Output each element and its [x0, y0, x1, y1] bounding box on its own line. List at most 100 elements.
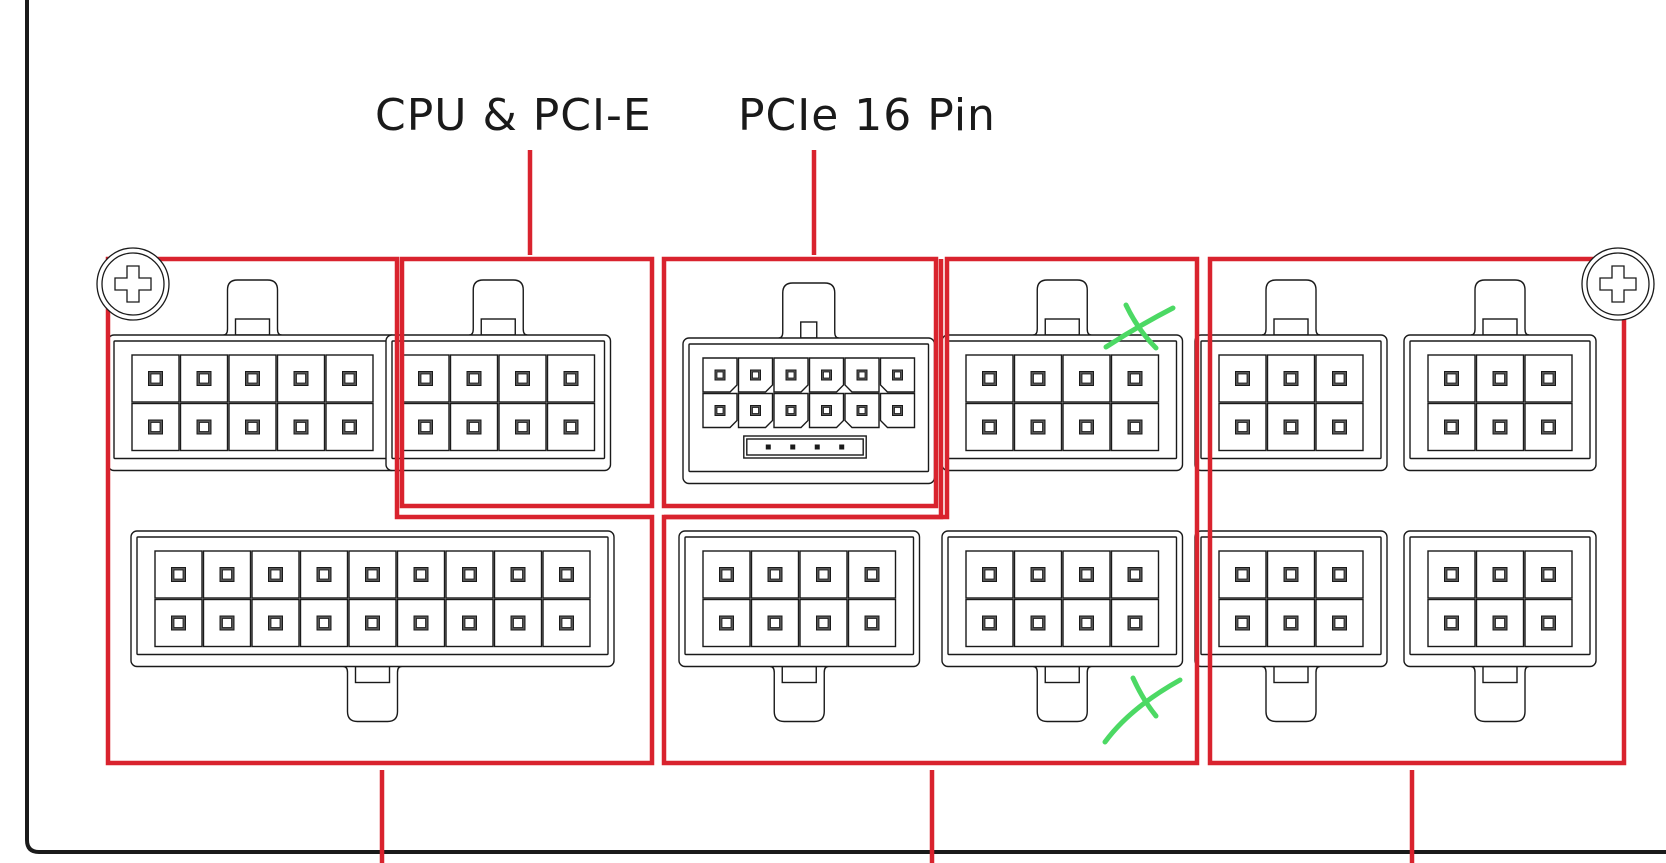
pin-inner: [1081, 569, 1092, 580]
pin-inner: [222, 569, 232, 580]
pin-inner: [1495, 373, 1505, 384]
pin-inner: [367, 618, 378, 628]
connector-pcie-8b: [678, 530, 921, 723]
pin-inner: [247, 422, 258, 432]
connector-periph-6d: [1403, 530, 1597, 723]
pin-inner: [513, 569, 523, 580]
pin-inner: [984, 569, 995, 580]
pin-inner: [1033, 422, 1043, 432]
pin-inner: [1543, 569, 1554, 580]
latch-window: [1044, 318, 1080, 336]
latch-window: [800, 321, 818, 339]
connector-periph-6a: [1194, 279, 1388, 472]
pin-inner: [344, 373, 355, 384]
pin-inner: [344, 422, 355, 432]
connector-periph-6b: [1403, 279, 1597, 472]
pin-cavity: [965, 550, 1014, 599]
pin-inner: [1286, 422, 1296, 432]
pin-inner: [367, 569, 378, 580]
pin-inner: [1130, 618, 1140, 628]
psu-panel-frame: [25, 0, 1666, 854]
pin-inner: [1334, 373, 1345, 384]
pin-inner: [770, 618, 780, 628]
pin-inner: [222, 618, 232, 628]
connector-pcie-16pin: [682, 282, 936, 485]
pin-inner: [416, 569, 426, 580]
latch-window: [234, 318, 271, 336]
latch-window: [1273, 318, 1309, 336]
pin-inner: [1495, 569, 1505, 580]
pin-inner: [1543, 618, 1554, 628]
label-pcie-16pin: PCIe 16 Pin: [738, 90, 996, 141]
pin-inner: [716, 371, 724, 379]
pin-cavity: [1110, 402, 1160, 452]
connector-atx-18: [130, 530, 615, 723]
pin-inner: [823, 407, 830, 414]
pin-inner: [416, 618, 426, 628]
pin-inner: [199, 373, 209, 384]
pin-inner: [270, 569, 281, 580]
sense-pin-block-inner: [746, 438, 864, 456]
connector-pcie-8c: [941, 279, 1184, 472]
pin-inner: [867, 618, 877, 628]
pin-inner: [1081, 373, 1092, 384]
sense-pin: [814, 444, 820, 450]
pin-inner: [1237, 422, 1248, 432]
pin-inner: [787, 407, 795, 414]
crossout-mark-pcie-8d: [1102, 675, 1183, 745]
pin-inner: [721, 569, 732, 580]
latch-window: [1482, 665, 1518, 684]
highlight-divider: [664, 259, 944, 520]
pin-cavity: [542, 550, 591, 599]
crossout-mark-pcie-8c: [1103, 302, 1176, 351]
pin-inner: [517, 422, 528, 432]
pin-inner: [867, 569, 877, 580]
pin-cavity: [702, 550, 751, 599]
screw-icon-right: [1581, 247, 1655, 321]
pin-inner: [1543, 422, 1554, 432]
connector-pcie-8d: [941, 530, 1184, 723]
pin-inner: [1033, 569, 1043, 580]
pin-inner: [984, 618, 995, 628]
pin-inner: [1446, 569, 1457, 580]
pin-inner: [296, 422, 306, 432]
pin-inner: [894, 371, 901, 379]
pin-inner: [420, 373, 431, 384]
pin-inner: [150, 422, 161, 432]
pin-inner: [1495, 618, 1505, 628]
pin-inner: [247, 373, 258, 384]
pin-inner: [1334, 422, 1345, 432]
pin-inner: [173, 618, 184, 628]
pin-inner: [1130, 422, 1140, 432]
pin-inner: [296, 373, 306, 384]
pin-inner: [984, 422, 995, 432]
pin-inner: [561, 618, 572, 628]
pin-inner: [1033, 373, 1043, 384]
pin-inner: [787, 371, 795, 379]
pin-inner: [984, 373, 995, 384]
latch-tab: [778, 282, 839, 339]
pin-inner: [1081, 422, 1092, 432]
sense-pin: [765, 444, 771, 450]
pin-inner: [716, 407, 724, 414]
sense-pin: [790, 444, 796, 450]
pin-inner: [1334, 618, 1345, 628]
pin-inner: [1237, 618, 1248, 628]
pin-inner: [1495, 422, 1505, 432]
pin-inner: [1237, 569, 1248, 580]
connector-atx-10: [107, 279, 398, 472]
pin-inner: [517, 373, 528, 384]
pin-inner: [894, 407, 901, 414]
pin-inner: [1286, 373, 1296, 384]
pin-inner: [469, 373, 479, 384]
pin-cavity: [1218, 598, 1267, 648]
pin-inner: [1081, 618, 1092, 628]
highlight-box-peripheral-group: [1207, 256, 1627, 766]
pin-inner: [818, 618, 829, 628]
pin-inner: [1033, 618, 1043, 628]
latch-window: [480, 318, 516, 336]
pin-inner: [464, 618, 475, 628]
pin-cavity: [1524, 550, 1573, 599]
pin-inner: [270, 618, 281, 628]
highlight-box-pcie16-group: [661, 256, 939, 509]
